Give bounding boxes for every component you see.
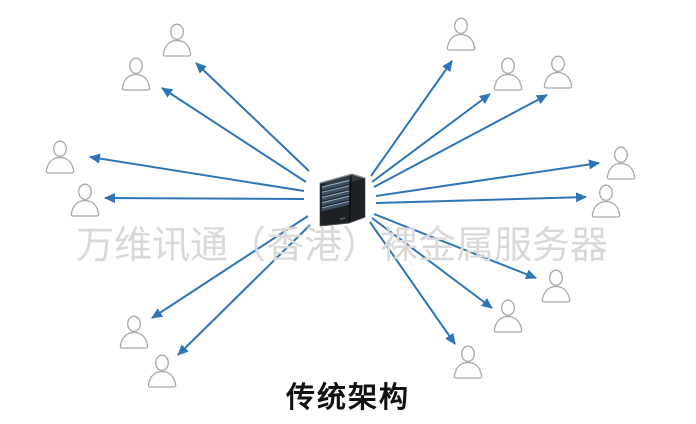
connection-arrow bbox=[375, 159, 600, 197]
connection-arrow bbox=[373, 213, 537, 279]
diagram-title: 传统架构 bbox=[285, 382, 410, 414]
connection-arrow bbox=[89, 153, 305, 192]
connection-arrow bbox=[371, 93, 491, 183]
user-icon bbox=[162, 23, 192, 57]
connection-arrow bbox=[370, 60, 453, 177]
connection-arrow bbox=[369, 221, 456, 345]
user-icon bbox=[543, 55, 573, 89]
connection-arrow bbox=[371, 217, 493, 309]
arrows-layer bbox=[89, 60, 600, 356]
server-layer bbox=[319, 173, 366, 227]
user-icon bbox=[591, 184, 621, 218]
user-icon bbox=[541, 269, 571, 303]
user-icon bbox=[70, 183, 100, 217]
server-icon bbox=[319, 173, 366, 227]
connection-arrow bbox=[375, 192, 587, 204]
connection-arrow bbox=[195, 62, 310, 172]
user-icon bbox=[119, 315, 149, 349]
user-icon bbox=[446, 17, 476, 51]
connection-arrow bbox=[151, 215, 309, 319]
connection-arrow bbox=[161, 87, 307, 183]
connection-arrow bbox=[104, 193, 305, 204]
user-icon bbox=[121, 57, 151, 91]
user-icon bbox=[45, 140, 75, 174]
connection-arrow bbox=[177, 224, 311, 356]
user-icon bbox=[493, 299, 523, 333]
connection-arrow bbox=[373, 94, 548, 188]
user-icon bbox=[493, 57, 523, 91]
user-icon bbox=[606, 146, 636, 180]
